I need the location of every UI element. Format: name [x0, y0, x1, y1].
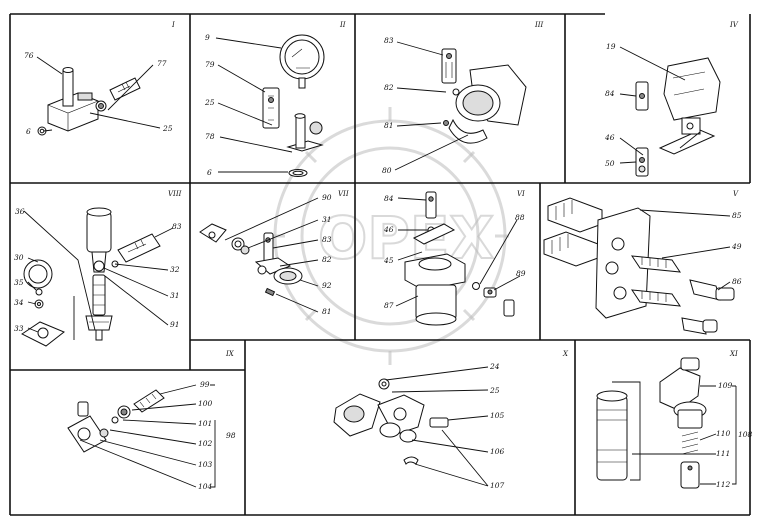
callout-80: 80 — [382, 166, 392, 175]
panel-label-I: I — [171, 21, 175, 29]
panel-IX-drawing — [67, 384, 216, 488]
callout-78: 78 — [205, 132, 215, 141]
panel-label-VIII: VIII — [168, 190, 182, 198]
callout-83-a: 83 — [384, 36, 394, 45]
panel-I-drawing — [36, 56, 161, 136]
callout-25-c: 25 — [489, 386, 500, 395]
callout-31-a: 31 — [170, 291, 180, 300]
callout-112: 112 — [716, 480, 731, 489]
callout-81-a: 81 — [384, 121, 394, 130]
callout-104: 104 — [198, 482, 213, 491]
callout-105: 105 — [490, 411, 505, 420]
callout-92: 92 — [322, 281, 332, 290]
callout-35: 35 — [14, 278, 24, 287]
panel-VIII-drawing — [21, 207, 174, 347]
callout-50: 50 — [605, 159, 615, 168]
callout-99: 99 — [200, 380, 210, 389]
callout-101: 101 — [198, 419, 212, 428]
panel-IV-drawing — [619, 46, 721, 177]
panel-III-drawing — [394, 41, 527, 171]
panel-label-X: X — [562, 350, 569, 358]
callout-82-b: 82 — [322, 255, 332, 264]
panel-X-drawing — [333, 366, 489, 487]
watermark: OPEX — [271, 107, 509, 365]
callout-6-a: 6 — [26, 127, 31, 136]
callout-81-b: 81 — [322, 307, 332, 316]
callout-46-a: 46 — [604, 133, 615, 142]
callout-34: 34 — [14, 298, 24, 307]
callout-36: 36 — [15, 207, 25, 216]
callout-110: 110 — [716, 429, 731, 438]
callout-98: 98 — [226, 431, 236, 440]
callout-45: 45 — [383, 256, 394, 265]
callout-49: 49 — [731, 242, 742, 251]
callout-108: 108 — [738, 430, 753, 439]
callout-77: 77 — [157, 59, 167, 68]
panel-II-drawing — [215, 34, 325, 177]
callout-32: 32 — [170, 265, 180, 274]
panel-label-VI: VI — [517, 190, 525, 198]
callout-24: 24 — [489, 362, 500, 371]
panel-label-VII: VII — [338, 190, 349, 198]
callout-91: 91 — [170, 320, 180, 329]
callout-109: 109 — [718, 381, 733, 390]
panel-grid — [9, 13, 751, 516]
callout-85: 85 — [732, 211, 742, 220]
callout-19: 19 — [606, 42, 616, 51]
callout-25-b: 25 — [204, 98, 215, 107]
callout-87: 87 — [384, 301, 394, 310]
callout-100: 100 — [198, 399, 213, 408]
callout-31-b: 31 — [322, 215, 332, 224]
panel-XI-drawing — [596, 357, 737, 489]
panel-VII-drawing — [199, 197, 319, 313]
callout-111: 111 — [716, 449, 730, 458]
panel-label-XI: XI — [729, 350, 738, 358]
callout-33: 33 — [14, 324, 24, 333]
panel-label-IX: IX — [225, 350, 235, 358]
callout-82-a: 82 — [384, 83, 394, 92]
callout-83-b: 83 — [172, 222, 182, 231]
panel-label-II: II — [339, 21, 346, 29]
callout-79: 79 — [205, 60, 215, 69]
callout-86: 86 — [732, 277, 742, 286]
panel-label-III: III — [534, 21, 544, 29]
callout-9: 9 — [205, 33, 210, 42]
panel-V-drawing — [543, 197, 735, 335]
callout-76: 76 — [24, 51, 34, 60]
callout-103: 103 — [198, 460, 213, 469]
callout-88: 88 — [515, 213, 525, 222]
callout-46-b: 46 — [383, 225, 394, 234]
panel-label-IV: IV — [729, 21, 739, 29]
callout-107: 107 — [490, 481, 505, 490]
callout-102: 102 — [198, 439, 213, 448]
panel-VI-drawing — [395, 191, 521, 326]
callout-25-a: 25 — [162, 124, 173, 133]
callout-84-b: 84 — [384, 194, 394, 203]
callout-90: 90 — [322, 193, 332, 202]
callout-106: 106 — [490, 447, 505, 456]
callout-6-b: 6 — [207, 168, 212, 177]
callout-89: 89 — [516, 269, 526, 278]
panel-label-V: V — [733, 190, 739, 198]
callout-83-c: 83 — [322, 235, 332, 244]
callout-30-a: 30 — [14, 253, 24, 262]
callout-84-a: 84 — [605, 89, 615, 98]
